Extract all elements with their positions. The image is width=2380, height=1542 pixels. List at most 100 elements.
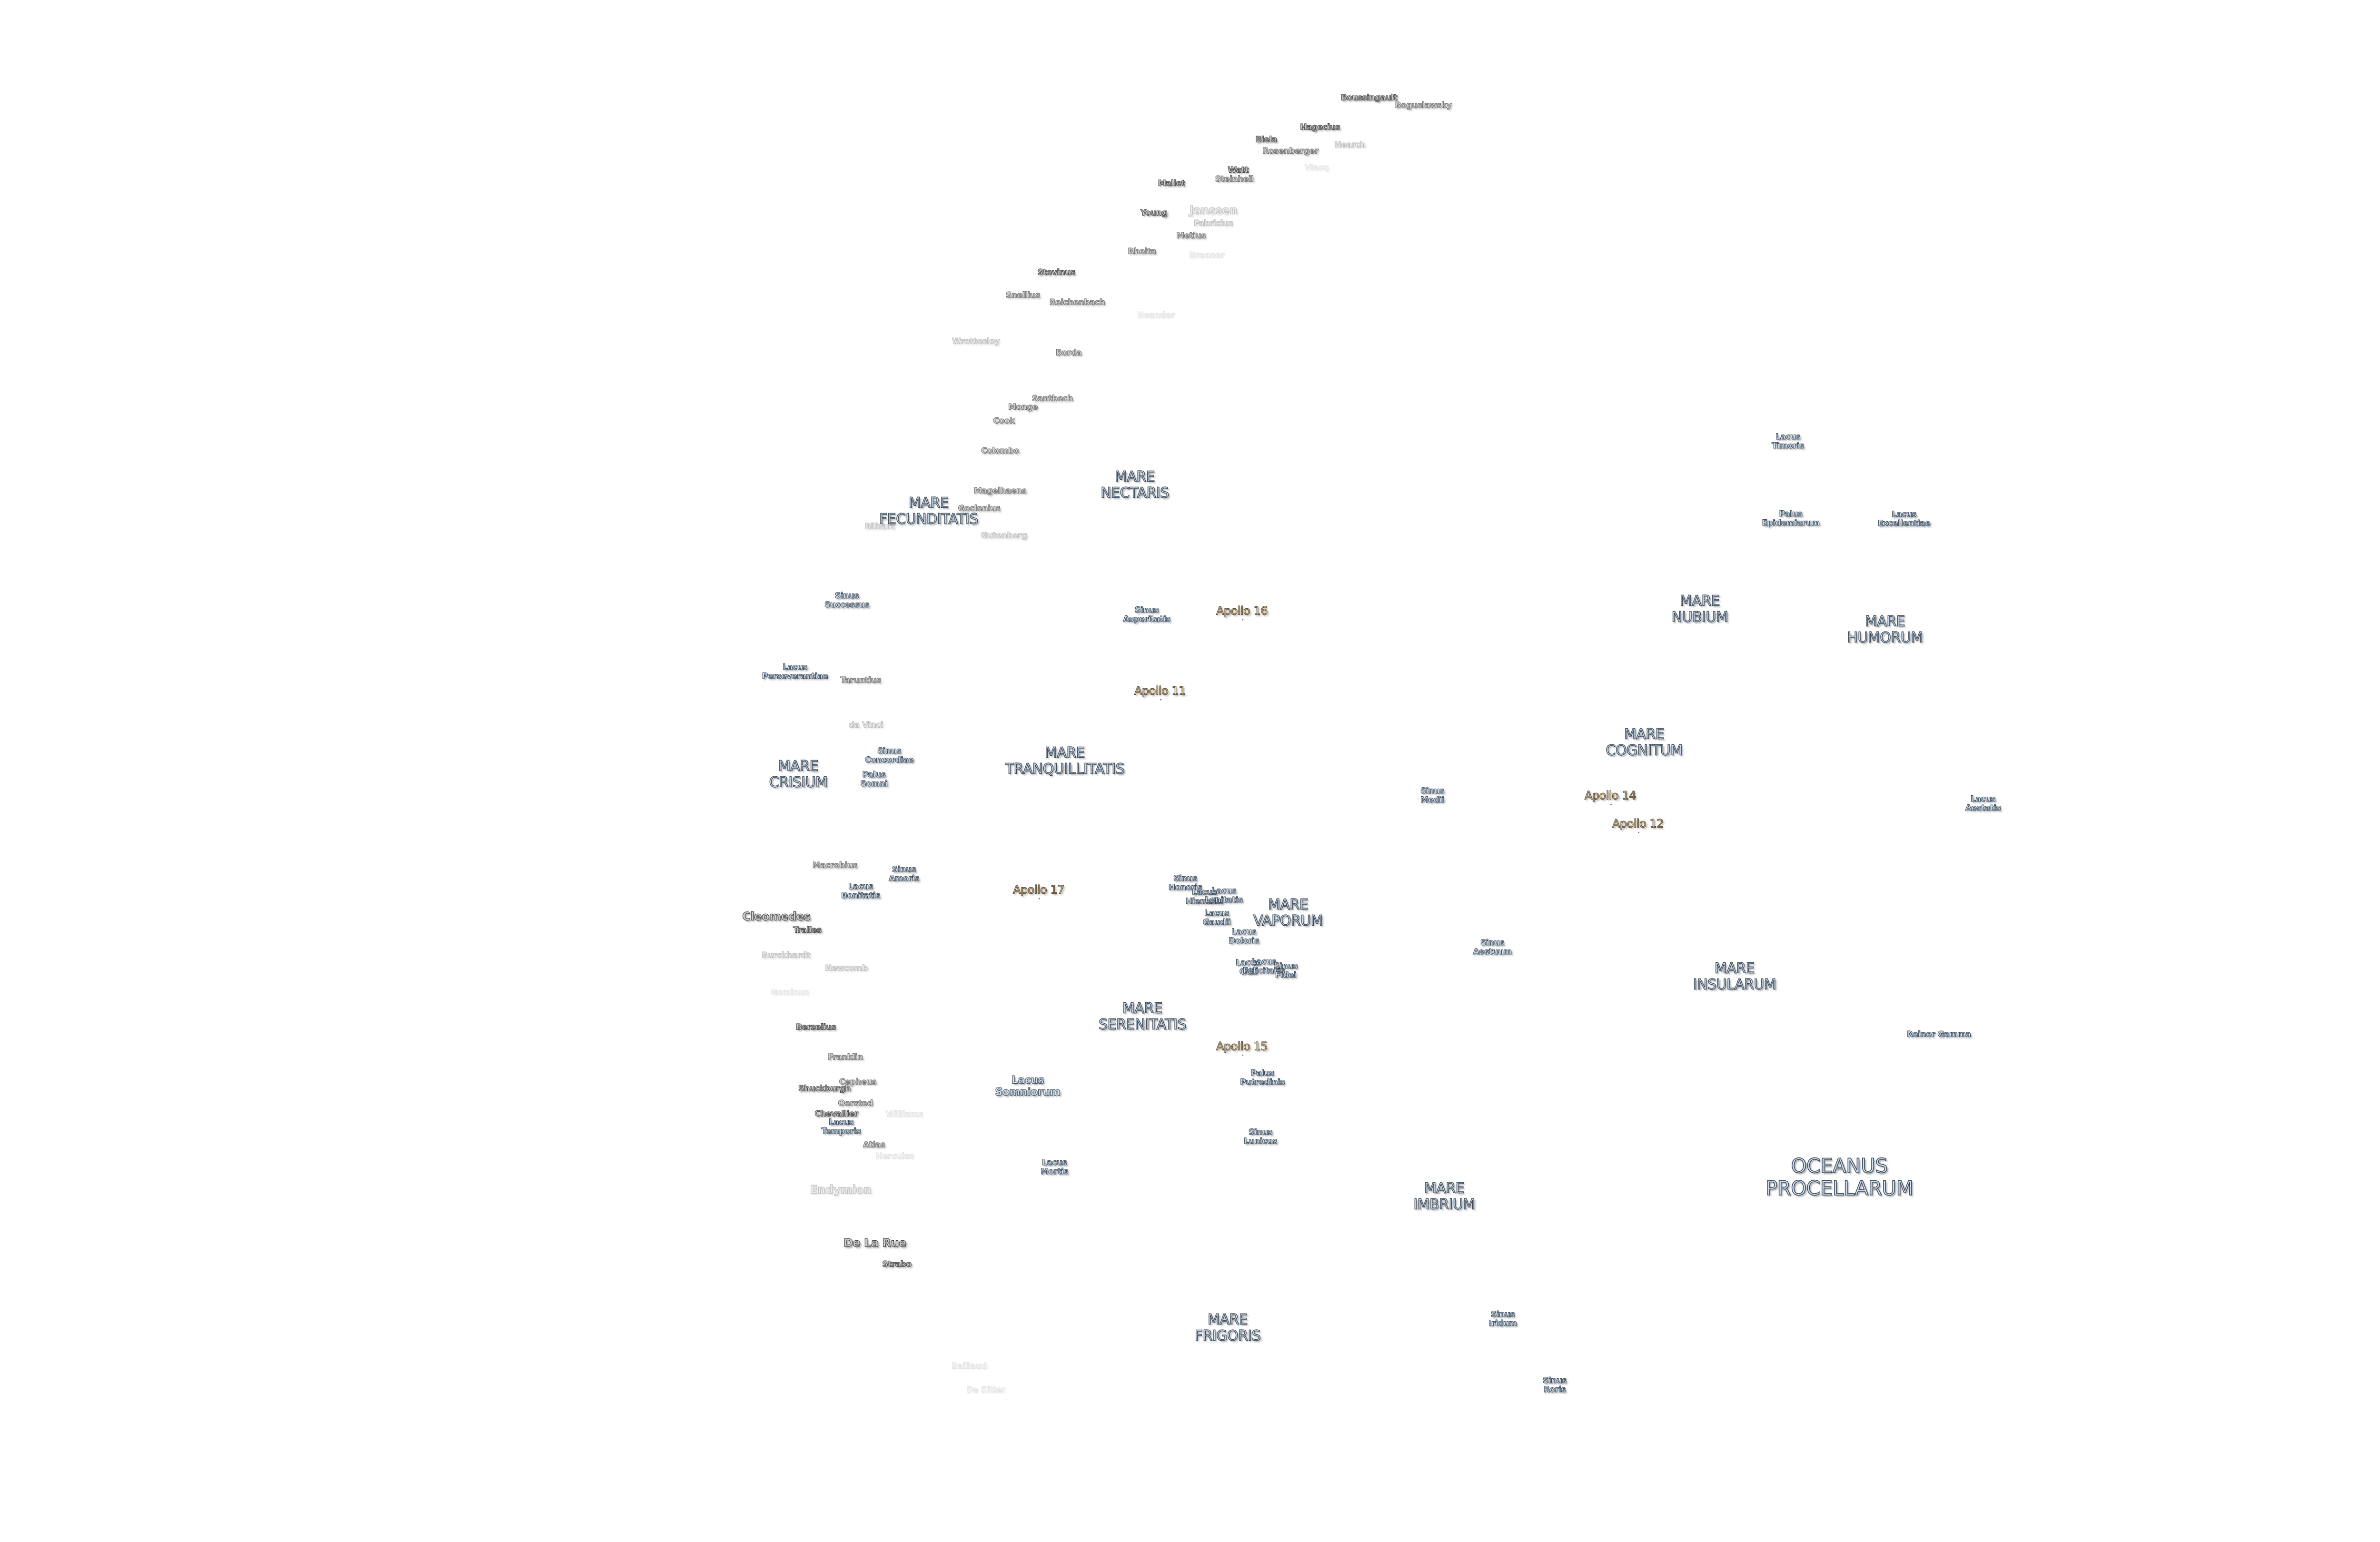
map-label-apollo[interactable]: Apollo 14 <box>1584 789 1636 805</box>
map-label-crater[interactable]: Borda <box>1055 348 1082 358</box>
map-label-apollo[interactable]: Apollo 16 <box>1216 604 1268 621</box>
map-label-crater[interactable]: Mallet <box>1158 178 1185 188</box>
map-label-crater[interactable]: Steinheil <box>1215 174 1254 184</box>
map-label-crater[interactable]: Macrobius <box>812 860 858 870</box>
map-label-lacus[interactable]: Lacus Doloris <box>1228 927 1259 946</box>
map-label-apollo[interactable]: Apollo 11 <box>1134 684 1186 701</box>
map-label-crater[interactable]: Geminus <box>770 988 809 998</box>
map-label-crater[interactable]: Monge <box>1008 402 1038 412</box>
map-label-sinus[interactable]: Sinus Amoris <box>889 864 920 883</box>
map-label-mare[interactable]: MARE IMBRIUM <box>1413 1180 1476 1213</box>
map-label-lacus[interactable]: Lacus Temporis <box>821 1117 861 1136</box>
map-label-crater[interactable]: Shuckburgh <box>798 1084 851 1094</box>
map-label-crater[interactable]: Boussingault <box>1340 93 1398 103</box>
map-label-mare[interactable]: MARE NECTARIS <box>1100 468 1170 501</box>
map-label-lacus[interactable]: Lacus Gaudii <box>1202 908 1231 927</box>
map-label-lacus[interactable]: Lacus Perseverantiae <box>762 662 828 681</box>
map-label-mare[interactable]: MARE VAPORUM <box>1253 896 1323 929</box>
map-label-apollo[interactable]: Apollo 12 <box>1612 817 1664 833</box>
map-label-crater[interactable]: Chevallier <box>814 1109 859 1119</box>
map-label-crater[interactable]: Williams <box>886 1109 923 1119</box>
map-label-crater[interactable]: Taruntius <box>840 675 882 685</box>
map-label-crater[interactable]: Metius <box>1176 231 1206 241</box>
map-label-crater[interactable]: Tralles <box>793 925 822 935</box>
map-label-crater[interactable]: Gutenberg <box>981 531 1028 541</box>
map-label-crater[interactable]: Biela <box>1255 135 1278 145</box>
map-label-mare[interactable]: MARE HUMORUM <box>1847 613 1924 646</box>
map-label-crater[interactable]: Santbech <box>1031 394 1073 404</box>
map-label-apollo[interactable]: Apollo 17 <box>1012 883 1065 900</box>
map-label-sinus[interactable]: Sinus Asperitatis <box>1123 605 1171 624</box>
map-label-crater[interactable]: Rheita <box>1128 247 1157 257</box>
map-label-crater[interactable]: Magelhaens <box>973 486 1027 496</box>
map-label-crater[interactable]: Cepheus <box>839 1077 877 1087</box>
map-label-ocean[interactable]: OCEANUS PROCELLARUM <box>1765 1154 1914 1200</box>
map-label-crater[interactable]: Endymion <box>810 1183 872 1196</box>
map-label-crater[interactable]: Snellius <box>1006 290 1041 300</box>
map-label-crater[interactable]: Wrottesley <box>952 336 1000 346</box>
map-label-mare[interactable]: MARE CRISIUM <box>769 758 828 791</box>
map-label-lacus[interactable]: Lacus Excellentiae <box>1877 509 1931 528</box>
map-label-crater[interactable]: Neander <box>1137 310 1175 320</box>
map-label-crater[interactable]: Baillaud <box>952 1361 987 1371</box>
map-label-crater[interactable]: Nearch <box>1334 140 1366 150</box>
map-label-sinus[interactable]: Sinus Roris <box>1542 1375 1567 1394</box>
map-label-crater[interactable]: Bilharz <box>864 522 895 532</box>
map-label-lacus[interactable]: Lacus Timoris <box>1772 432 1805 451</box>
map-label-mare[interactable]: MARE FRIGORIS <box>1194 1311 1261 1344</box>
map-label-palus[interactable]: Palus Somni <box>860 770 888 789</box>
map-label-crater[interactable]: Young <box>1140 208 1168 218</box>
map-label-mare[interactable]: MARE INSULARUM <box>1693 960 1776 993</box>
map-label-crater[interactable]: Burckhardt <box>761 950 811 960</box>
map-label-crater[interactable]: Brenner <box>1189 250 1225 260</box>
map-label-crater[interactable]: Fabricius <box>1193 218 1233 228</box>
map-label-lacus[interactable]: Lacus Lenitatis <box>1205 886 1243 905</box>
map-label-sinus[interactable]: Sinus Honoris <box>1168 873 1202 892</box>
map-label-sinus[interactable]: Sinus Medii <box>1420 786 1445 805</box>
map-label-mare[interactable]: MARE SERENITATIS <box>1098 1000 1187 1033</box>
map-label-sinus[interactable]: Sinus Iridum <box>1488 1309 1517 1328</box>
map-label-crater[interactable]: Atlas <box>863 1140 885 1150</box>
map-label-crater[interactable]: De La Rue <box>843 1236 907 1250</box>
map-label-crater[interactable]: Janssen <box>1189 203 1238 217</box>
map-label-crater[interactable]: Reichenbach <box>1049 297 1105 307</box>
map-label-crater[interactable]: Cleomedes <box>742 909 811 923</box>
map-label-palus[interactable]: Palus Epidemiarum <box>1762 509 1820 528</box>
map-label-crater[interactable]: Colombo <box>981 446 1020 456</box>
map-label-lacus[interactable]: Lacus Somniorum <box>995 1074 1061 1098</box>
map-label-lacus[interactable]: Lacus Odii <box>1235 958 1261 977</box>
map-label-crater[interactable]: Strabo <box>882 1259 912 1269</box>
map-label-crater[interactable]: Vlacq <box>1304 163 1329 173</box>
map-label-crater[interactable]: Stevinus <box>1037 267 1076 277</box>
map-label-mare[interactable]: MARE TRANQUILLITATIS <box>1005 744 1125 777</box>
map-label-crater[interactable]: Goclenius <box>958 504 1001 514</box>
map-label-crater[interactable]: Franklin <box>828 1052 863 1062</box>
map-label-crater[interactable]: Berzelius <box>796 1022 836 1032</box>
map-label-crater[interactable]: Rosenberger <box>1262 146 1319 156</box>
map-label-sinus[interactable]: Sinus Aestuum <box>1473 938 1512 957</box>
map-label-crater[interactable]: Watt <box>1227 165 1249 175</box>
map-label-lacus[interactable]: Lacus Hiemalis <box>1185 887 1223 906</box>
map-label-lacus[interactable]: Lacus Felicitatis <box>1242 957 1285 976</box>
map-label-crater[interactable]: Hercules <box>876 1151 914 1161</box>
map-label-crater[interactable]: Oersted <box>838 1098 873 1108</box>
map-label-apollo[interactable]: Apollo 15 <box>1216 1039 1268 1056</box>
map-label-feature[interactable]: Reiner Gamma <box>1906 1029 1971 1039</box>
map-label-mare[interactable]: MARE NUBIUM <box>1671 593 1729 625</box>
map-label-lacus[interactable]: Lacus Aestatis <box>1965 794 2001 813</box>
map-label-lacus[interactable]: Lacus Mortis <box>1040 1157 1069 1176</box>
map-label-crater[interactable]: Cook <box>993 416 1015 426</box>
map-label-mare[interactable]: MARE FECUNDITATIS <box>879 494 979 527</box>
map-label-mare[interactable]: MARE COGNITUM <box>1606 726 1683 759</box>
map-label-crater[interactable]: Hagecius <box>1300 122 1340 132</box>
map-label-crater[interactable]: Newcomb <box>825 963 868 973</box>
map-label-sinus[interactable]: Sinus Concordiae <box>864 746 914 765</box>
map-label-palus[interactable]: Palus Putredinis <box>1240 1068 1285 1087</box>
map-label-lacus[interactable]: Lacus Bonitatis <box>841 881 881 900</box>
map-label-crater[interactable]: Boguslawsky <box>1395 100 1452 110</box>
map-label-crater[interactable]: De Sitter <box>966 1385 1006 1395</box>
map-label-sinus[interactable]: Sinus Lunicus <box>1244 1127 1278 1146</box>
map-label-sinus[interactable]: Sinus Successus <box>824 591 870 610</box>
map-label-sinus[interactable]: Sinus Fidei <box>1273 961 1298 980</box>
